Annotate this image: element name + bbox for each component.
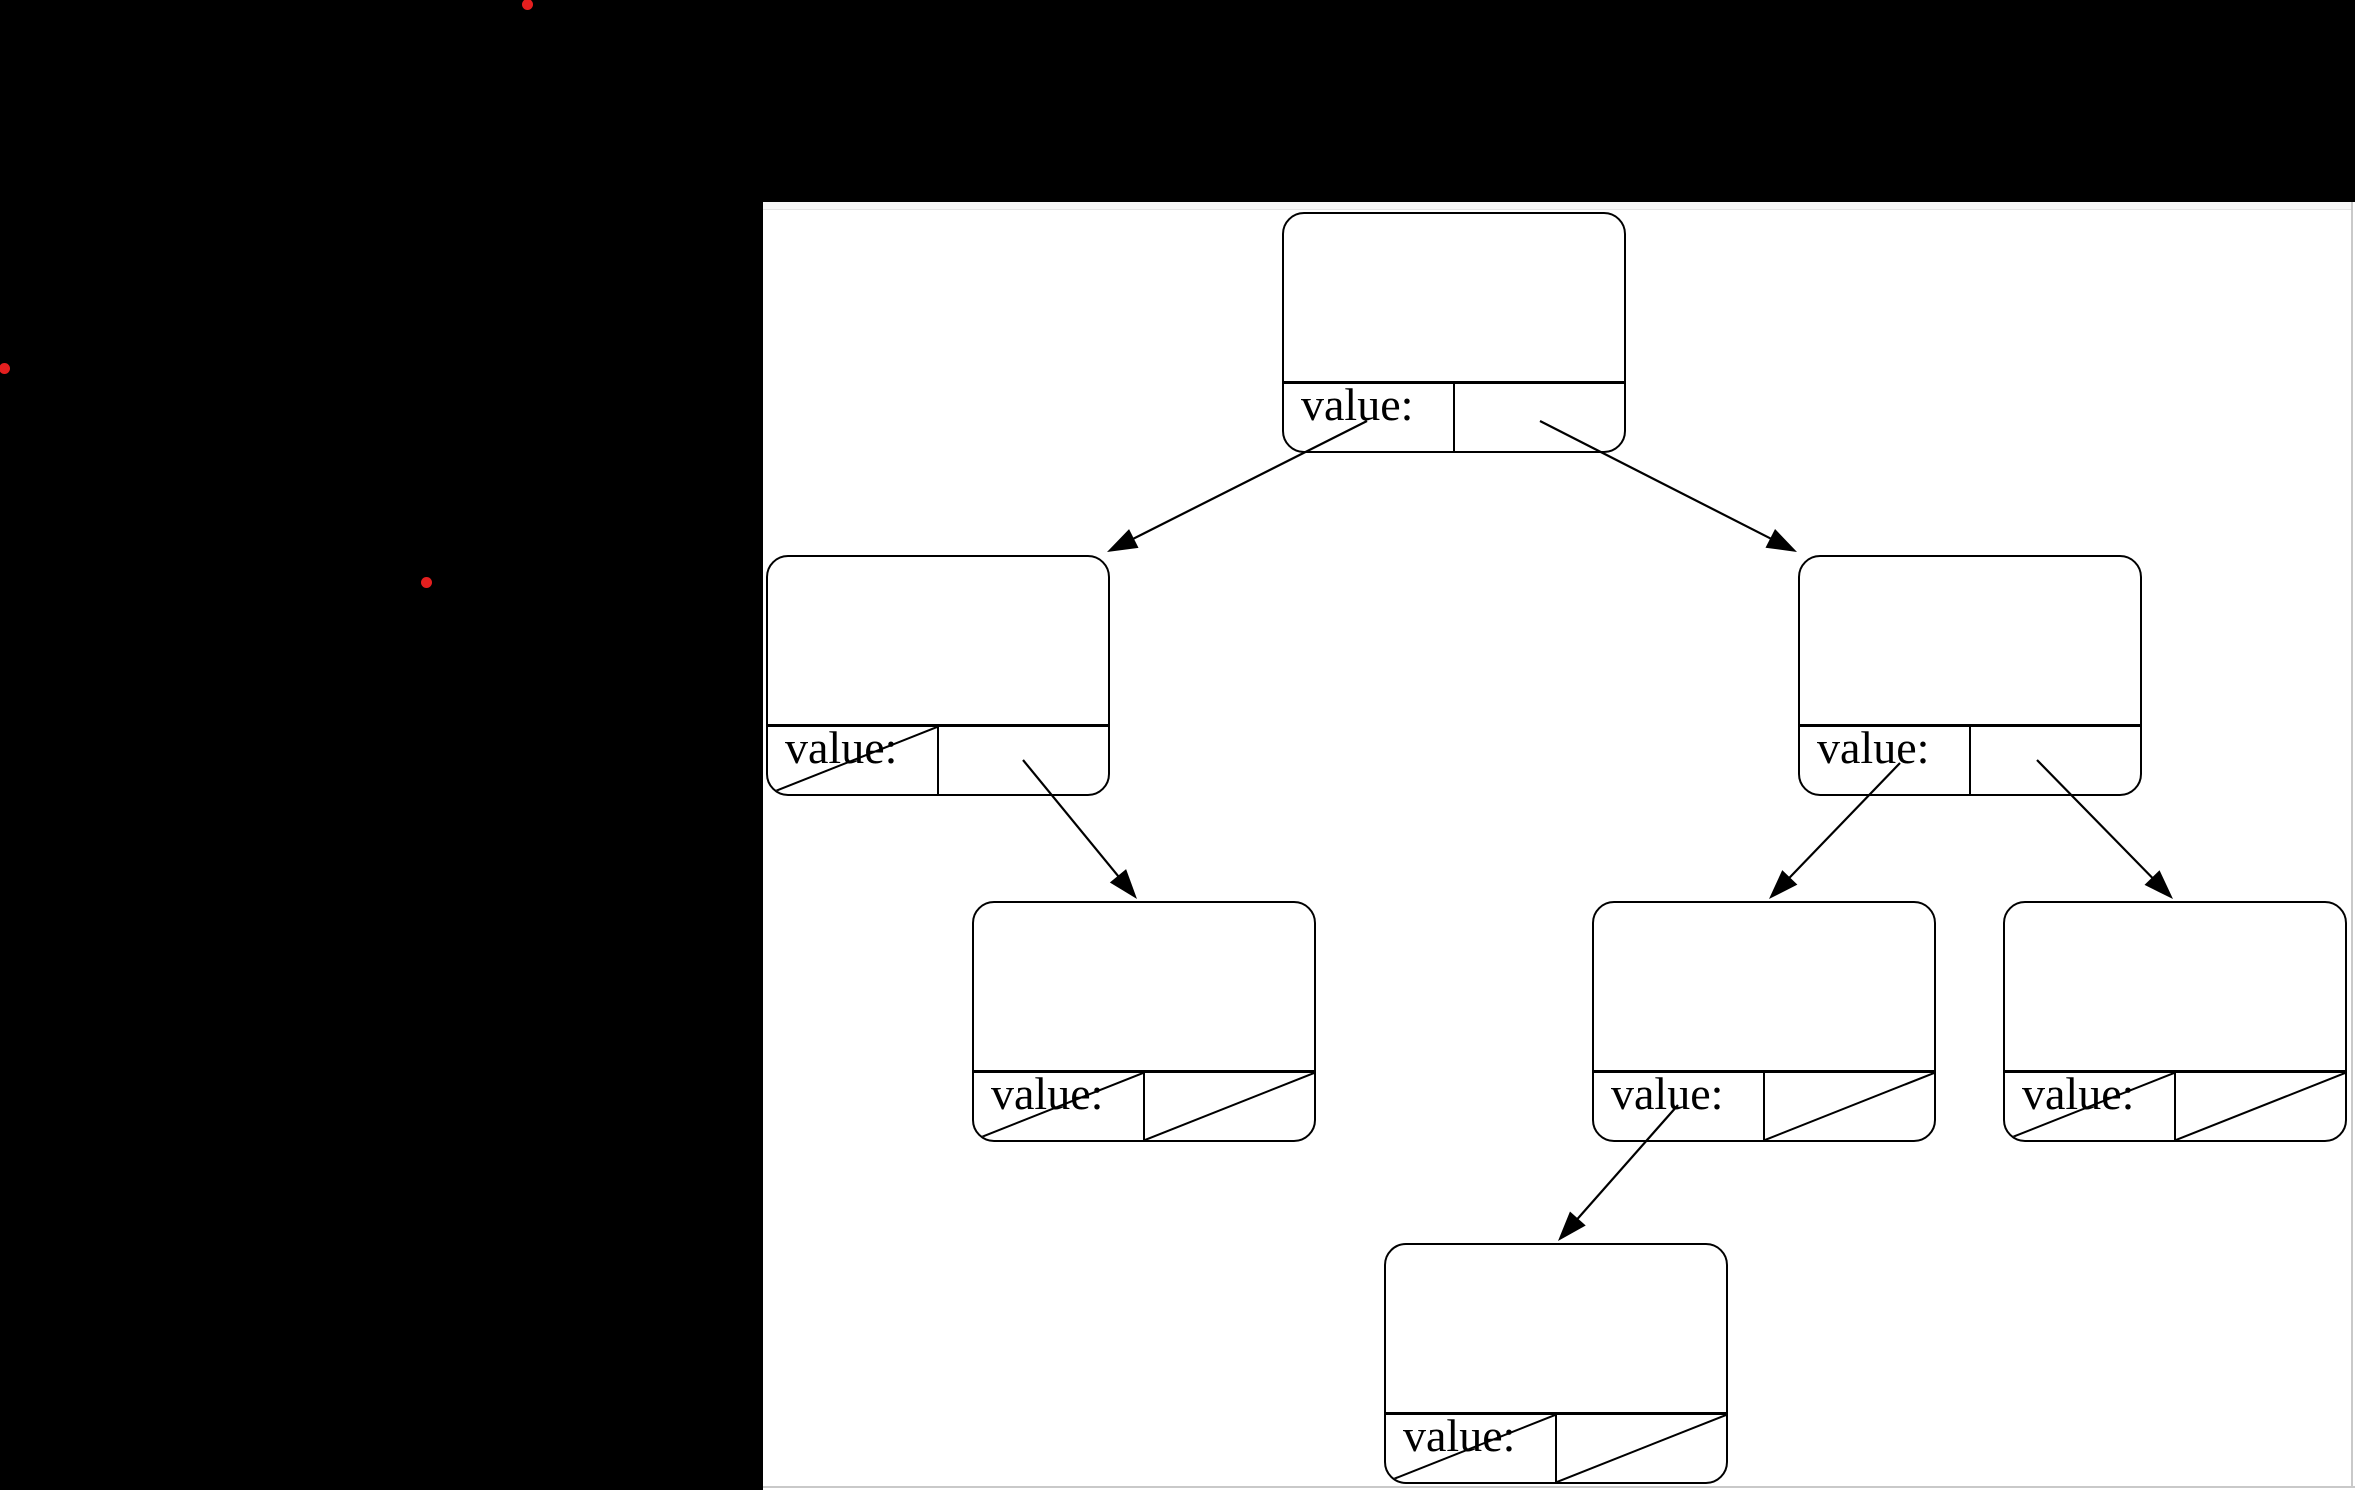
tree-node-right-right-grandchild-left-pointer-cell bbox=[2005, 1073, 2176, 1140]
node-pointer-row bbox=[768, 724, 1108, 794]
tree-node-right-child: value: color: bbox=[1798, 555, 2142, 796]
node-pointer-row bbox=[1594, 1070, 1934, 1140]
tree-node-right-child-right-pointer-cell bbox=[1971, 727, 2140, 794]
node-pointer-row bbox=[1800, 724, 2140, 794]
page-right-edge-sliver bbox=[2355, 0, 2357, 1490]
null-pointer-diagonal bbox=[974, 1073, 1143, 1140]
null-pointer-diagonal bbox=[1765, 1073, 1934, 1140]
tree-node-root-left-pointer-cell bbox=[1284, 384, 1455, 451]
red-dot bbox=[521, 0, 533, 10]
null-pointer-diagonal bbox=[768, 727, 937, 794]
page-right-border-line bbox=[2351, 202, 2353, 1486]
tree-node-bottom-great-grandchild-right-pointer-cell bbox=[1557, 1415, 1726, 1482]
node-pointer-row bbox=[974, 1070, 1314, 1140]
tree-node-root: value: color: bbox=[1282, 212, 1626, 453]
red-dot bbox=[420, 576, 432, 588]
node-pointer-row bbox=[1386, 1412, 1726, 1482]
tree-node-left-child-right-pointer-cell bbox=[939, 727, 1108, 794]
tree-node-right-right-grandchild: value: color: bbox=[2003, 901, 2347, 1142]
page-bottom-border-line bbox=[763, 1486, 2357, 1488]
tree-node-right-left-grandchild-left-pointer-cell bbox=[1594, 1073, 1765, 1140]
tree-node-left-child-left-pointer-cell bbox=[768, 727, 939, 794]
tree-node-bottom-great-grandchild: value: color: bbox=[1384, 1243, 1728, 1484]
tree-node-right-left-grandchild-right-pointer-cell bbox=[1765, 1073, 1934, 1140]
red-dot bbox=[0, 362, 10, 374]
tree-node-right-left-grandchild: value: color: bbox=[1592, 901, 1936, 1142]
tree-node-right-right-grandchild-right-pointer-cell bbox=[2176, 1073, 2345, 1140]
node-pointer-row bbox=[1284, 381, 1624, 451]
null-pointer-diagonal bbox=[2176, 1073, 2345, 1140]
null-pointer-diagonal bbox=[1386, 1415, 1555, 1482]
tree-node-left-right-grandchild: value: color: bbox=[972, 901, 1316, 1142]
tree-node-right-child-left-pointer-cell bbox=[1800, 727, 1971, 794]
null-pointer-diagonal bbox=[2005, 1073, 2174, 1140]
node-pointer-row bbox=[2005, 1070, 2345, 1140]
tree-node-bottom-great-grandchild-left-pointer-cell bbox=[1386, 1415, 1557, 1482]
tree-node-left-right-grandchild-left-pointer-cell bbox=[974, 1073, 1145, 1140]
tree-node-left-child: value: color: bbox=[766, 555, 1110, 796]
page-top-edge-band bbox=[763, 202, 2351, 210]
null-pointer-diagonal bbox=[1557, 1415, 1726, 1482]
null-pointer-diagonal bbox=[1145, 1073, 1314, 1140]
tree-node-root-right-pointer-cell bbox=[1455, 384, 1624, 451]
tree-node-left-right-grandchild-right-pointer-cell bbox=[1145, 1073, 1314, 1140]
